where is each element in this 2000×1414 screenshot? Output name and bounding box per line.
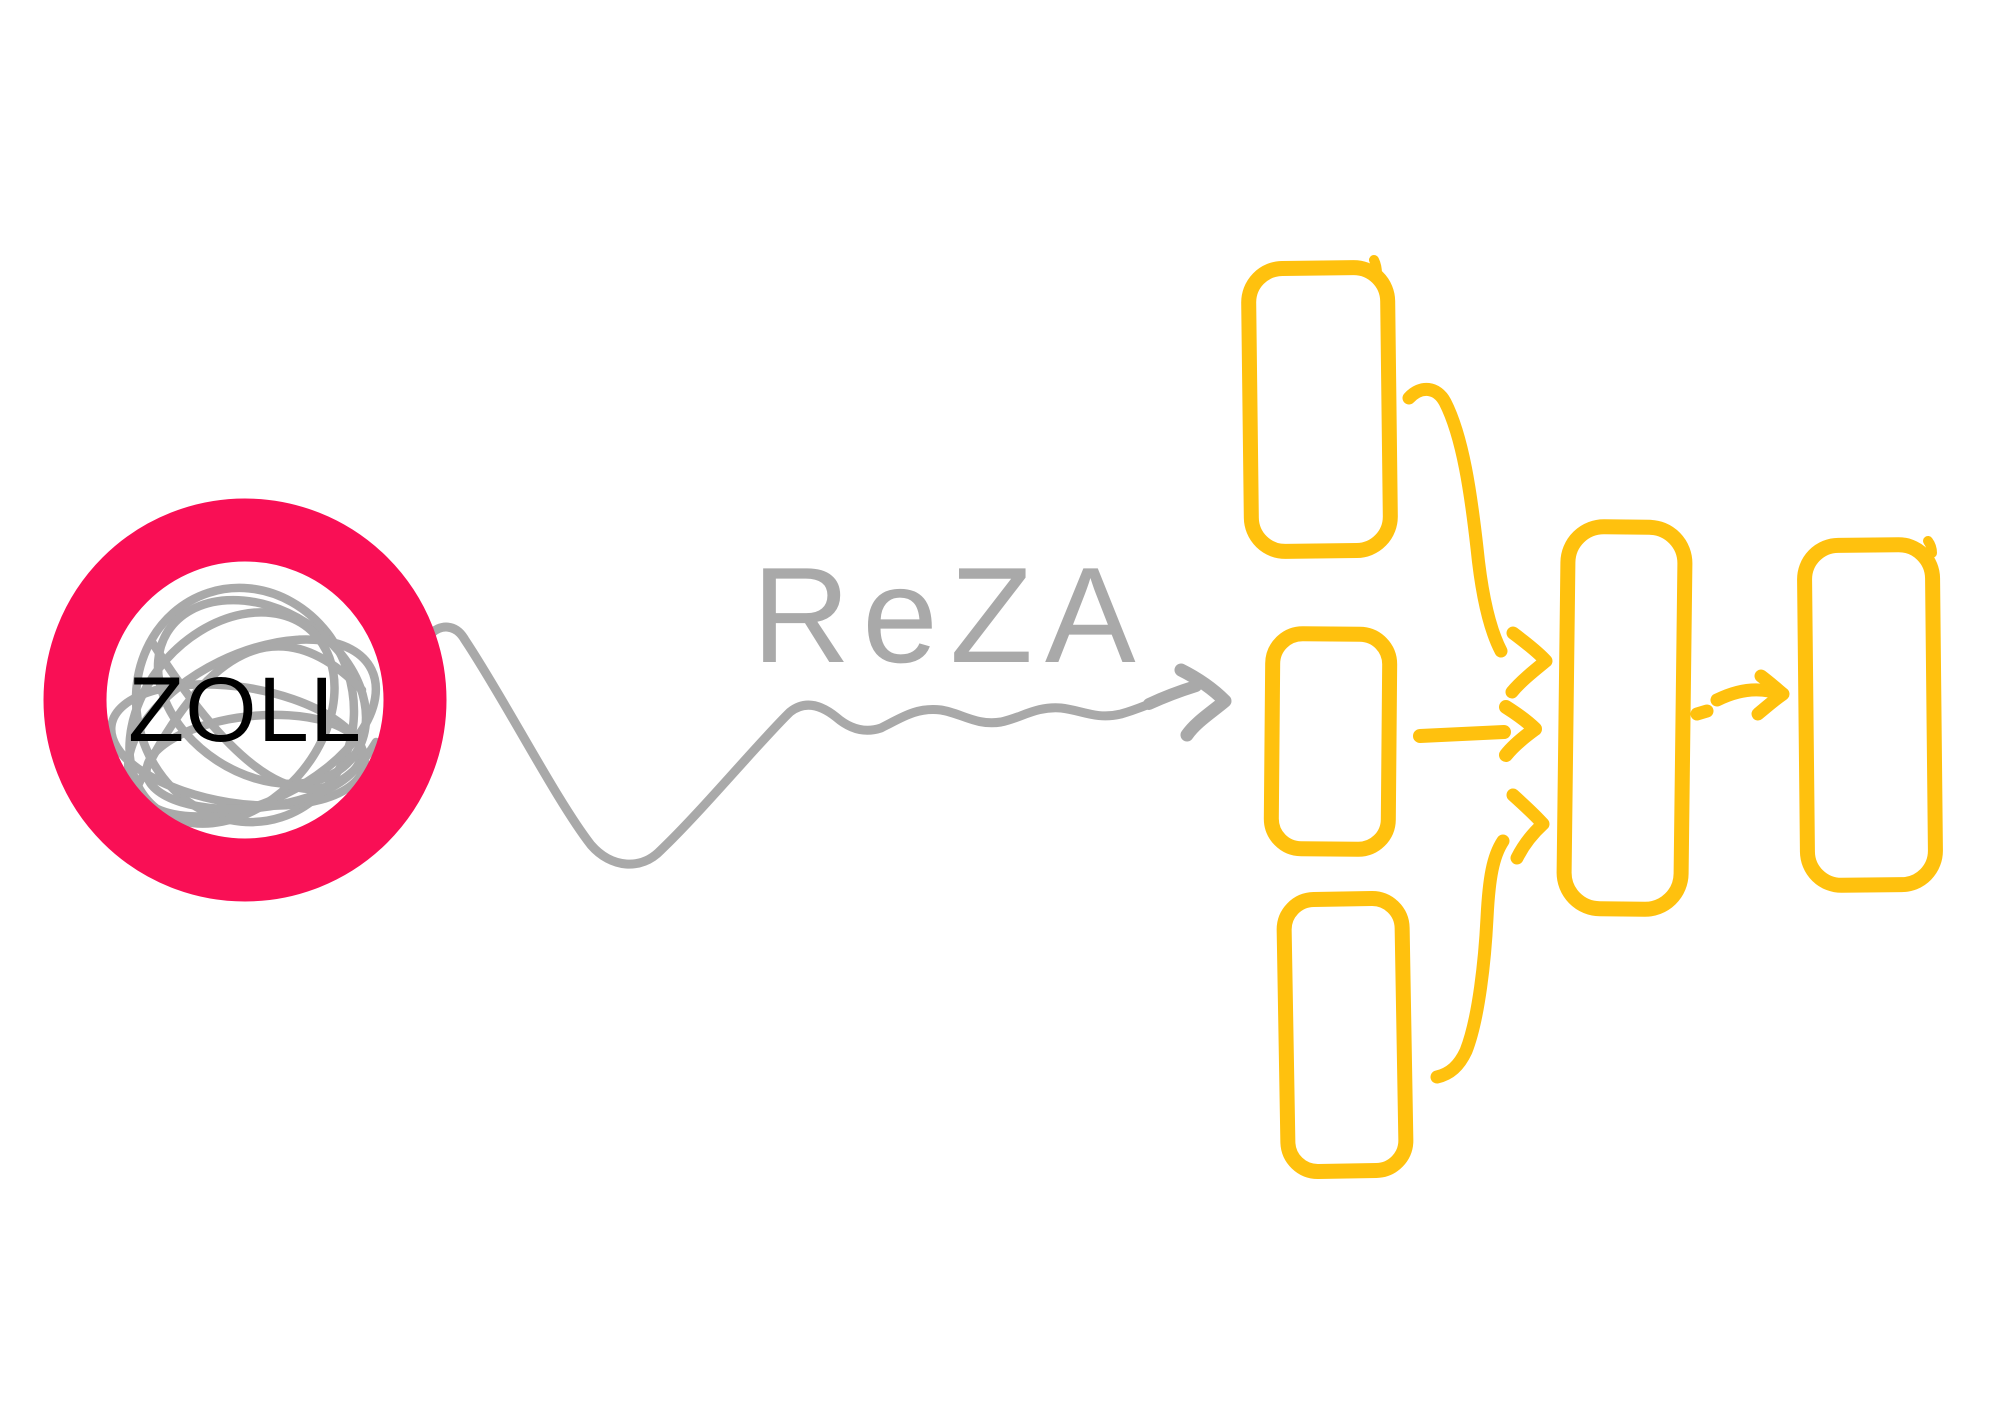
connector-output-arrowhead <box>1751 669 1790 721</box>
stage-box-bottom <box>1276 891 1414 1179</box>
yellow-flow <box>1241 255 1943 1179</box>
wavy-arrow <box>424 622 1232 869</box>
wavy-arrow-shaft <box>1143 680 1202 710</box>
wavy-arrow-line <box>424 622 1188 869</box>
output-box <box>1797 537 1943 893</box>
scribble-stroke <box>127 642 367 803</box>
connector-middle-line <box>1413 725 1511 743</box>
stage-box-middle <box>1263 626 1398 857</box>
connector-bottom-arrowhead <box>1506 788 1550 865</box>
connector-middle-arrowhead <box>1499 700 1542 762</box>
connector-middle <box>1413 700 1542 762</box>
stage-box-top <box>1241 260 1398 559</box>
connector-bottom-line <box>1430 834 1510 1084</box>
output-box-overshoot <box>1923 536 1937 558</box>
connector-output-line <box>1710 683 1776 707</box>
reza-label: ReZA <box>752 539 1148 691</box>
pink-ring <box>43 498 447 902</box>
wavy-arrow-head <box>1174 663 1232 742</box>
connector-top-line <box>1402 383 1508 658</box>
connector-bottom <box>1430 788 1550 1084</box>
merge-box <box>1556 519 1693 917</box>
connector-top <box>1402 383 1553 699</box>
zoll-label: ZOLL <box>128 659 362 761</box>
connector-output <box>1690 669 1790 721</box>
connector-top-arrowhead <box>1505 626 1553 699</box>
scribble-stroke <box>147 637 381 794</box>
stage-box-top-overshoot <box>1369 255 1382 279</box>
connector-output-dash <box>1690 704 1714 721</box>
